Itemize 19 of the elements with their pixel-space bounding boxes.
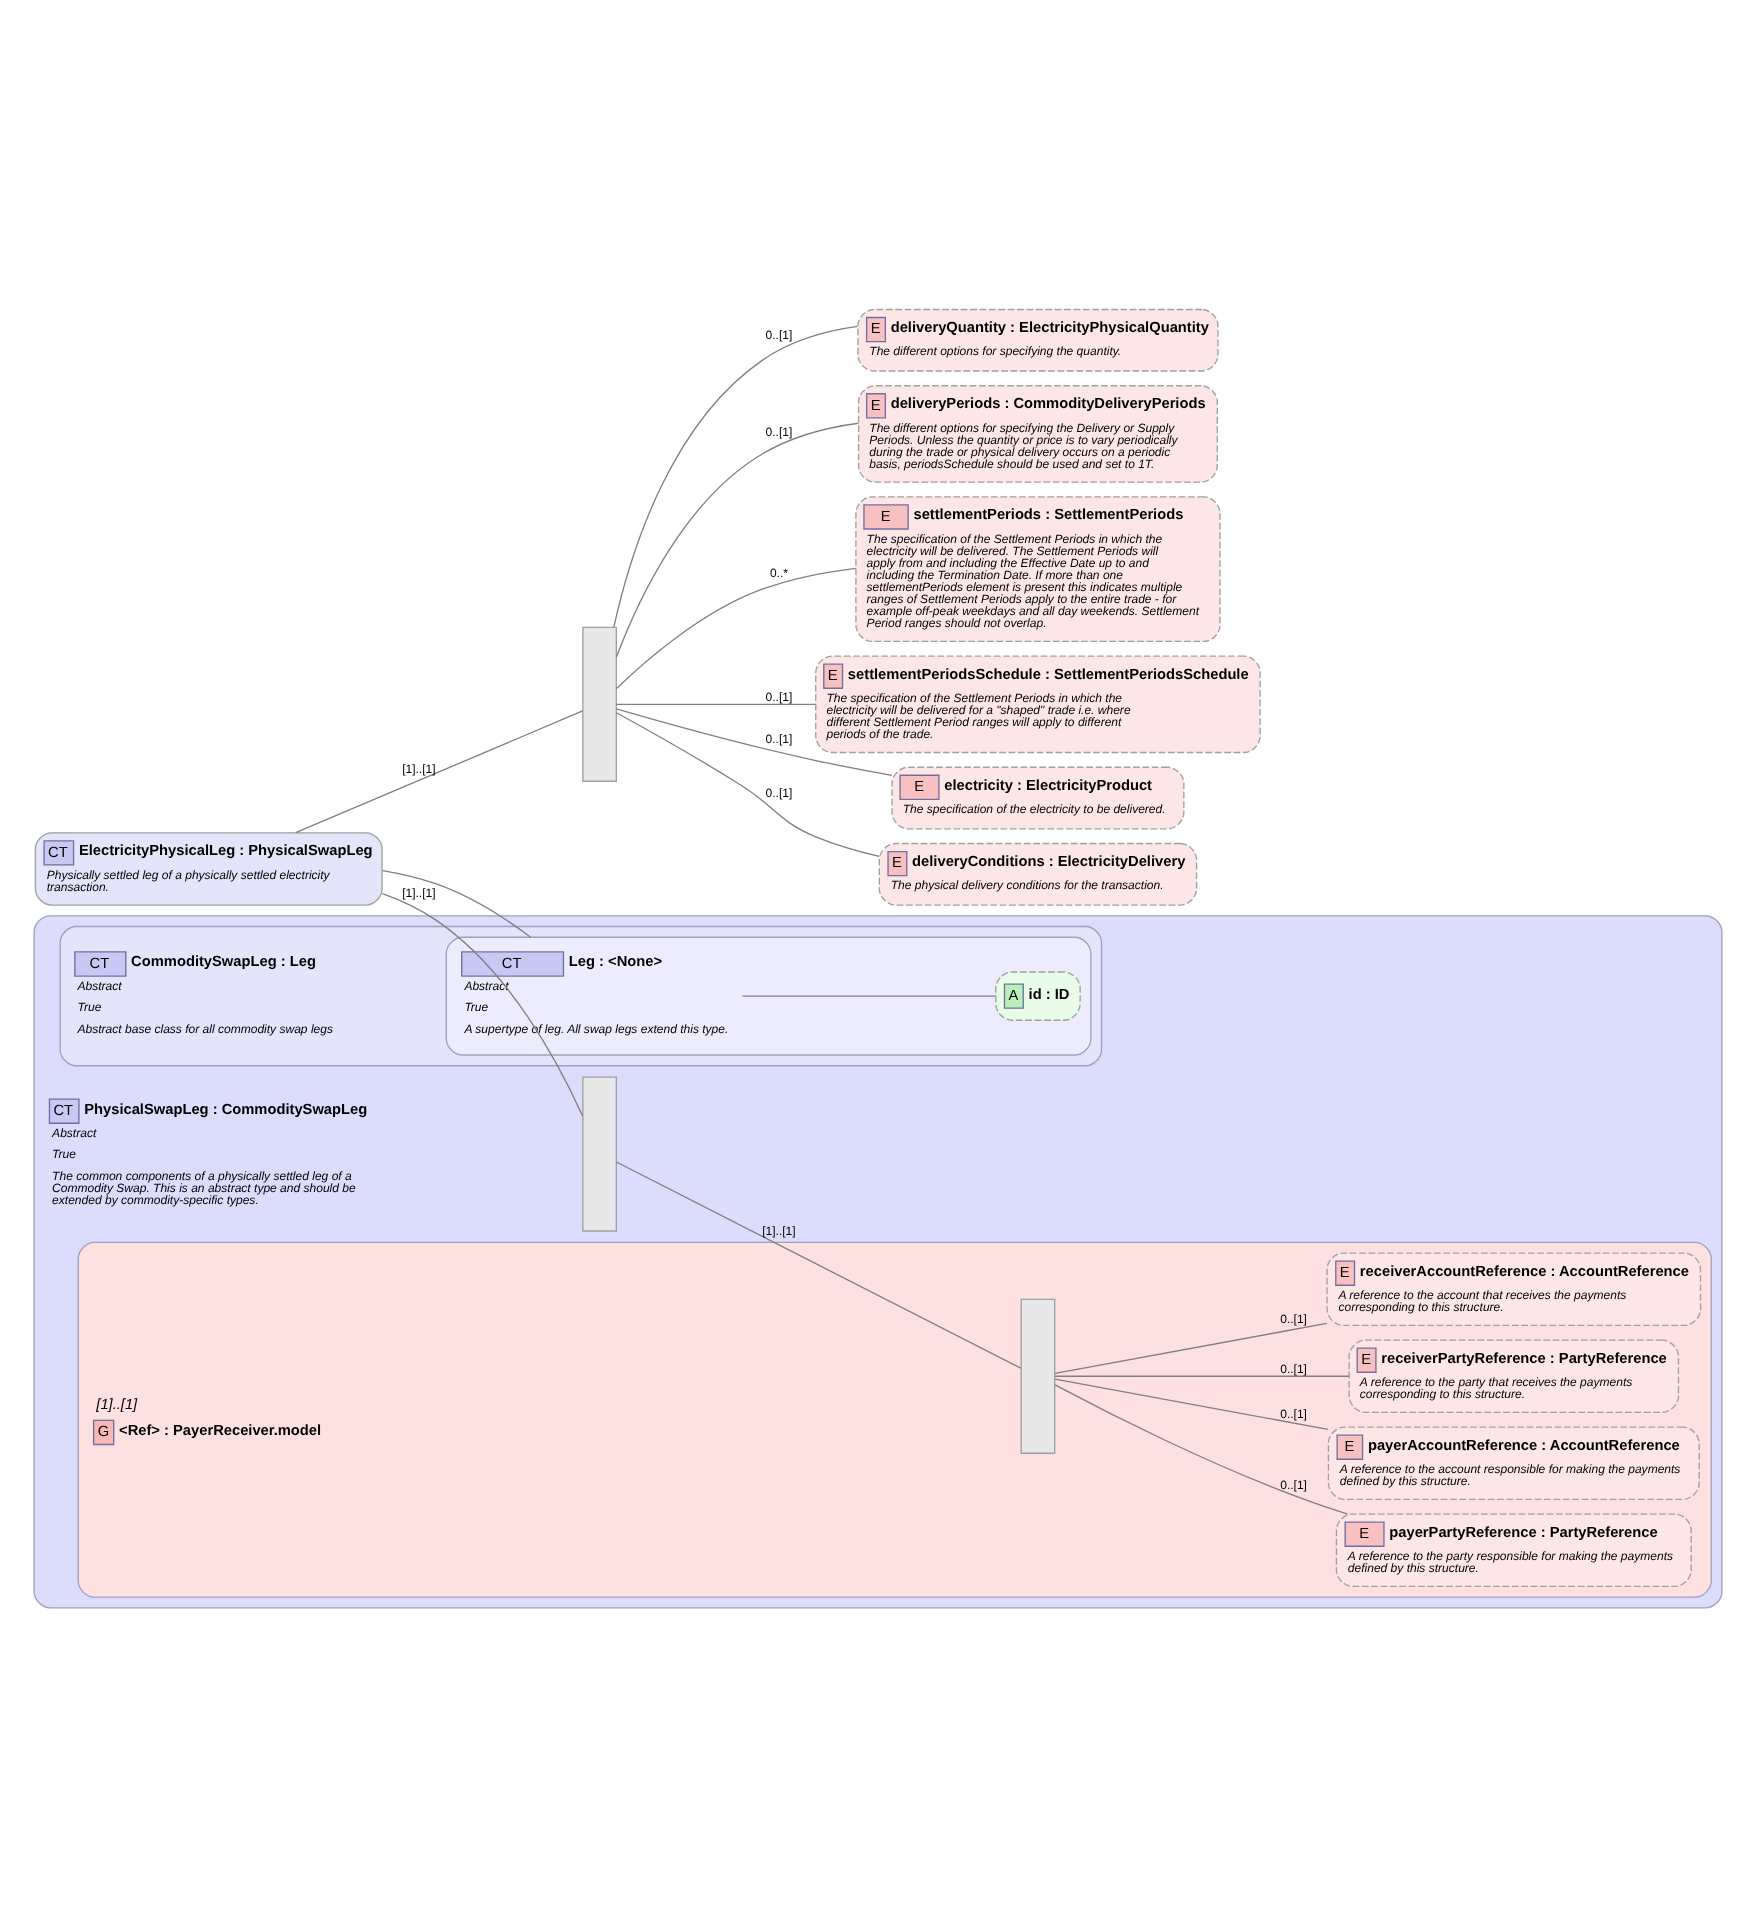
node-box [1019, 1297, 1055, 1453]
connector [294, 709, 583, 833]
connector [1053, 1383, 1348, 1514]
connector [614, 421, 859, 658]
node-box [581, 1075, 616, 1231]
connector [614, 1160, 1021, 1368]
connector [1053, 1377, 1328, 1429]
connector [380, 868, 531, 937]
node-box: A id : ID [994, 970, 1080, 1020]
node-box [581, 625, 616, 781]
connector [740, 994, 996, 996]
connector [1053, 1321, 1327, 1374]
connector [380, 891, 583, 1116]
connector [1053, 1374, 1349, 1376]
connector [614, 702, 816, 704]
node-label: [1]..[1] [95, 1394, 137, 1413]
connector [612, 324, 858, 627]
connector [614, 707, 892, 775]
connector [614, 711, 879, 856]
